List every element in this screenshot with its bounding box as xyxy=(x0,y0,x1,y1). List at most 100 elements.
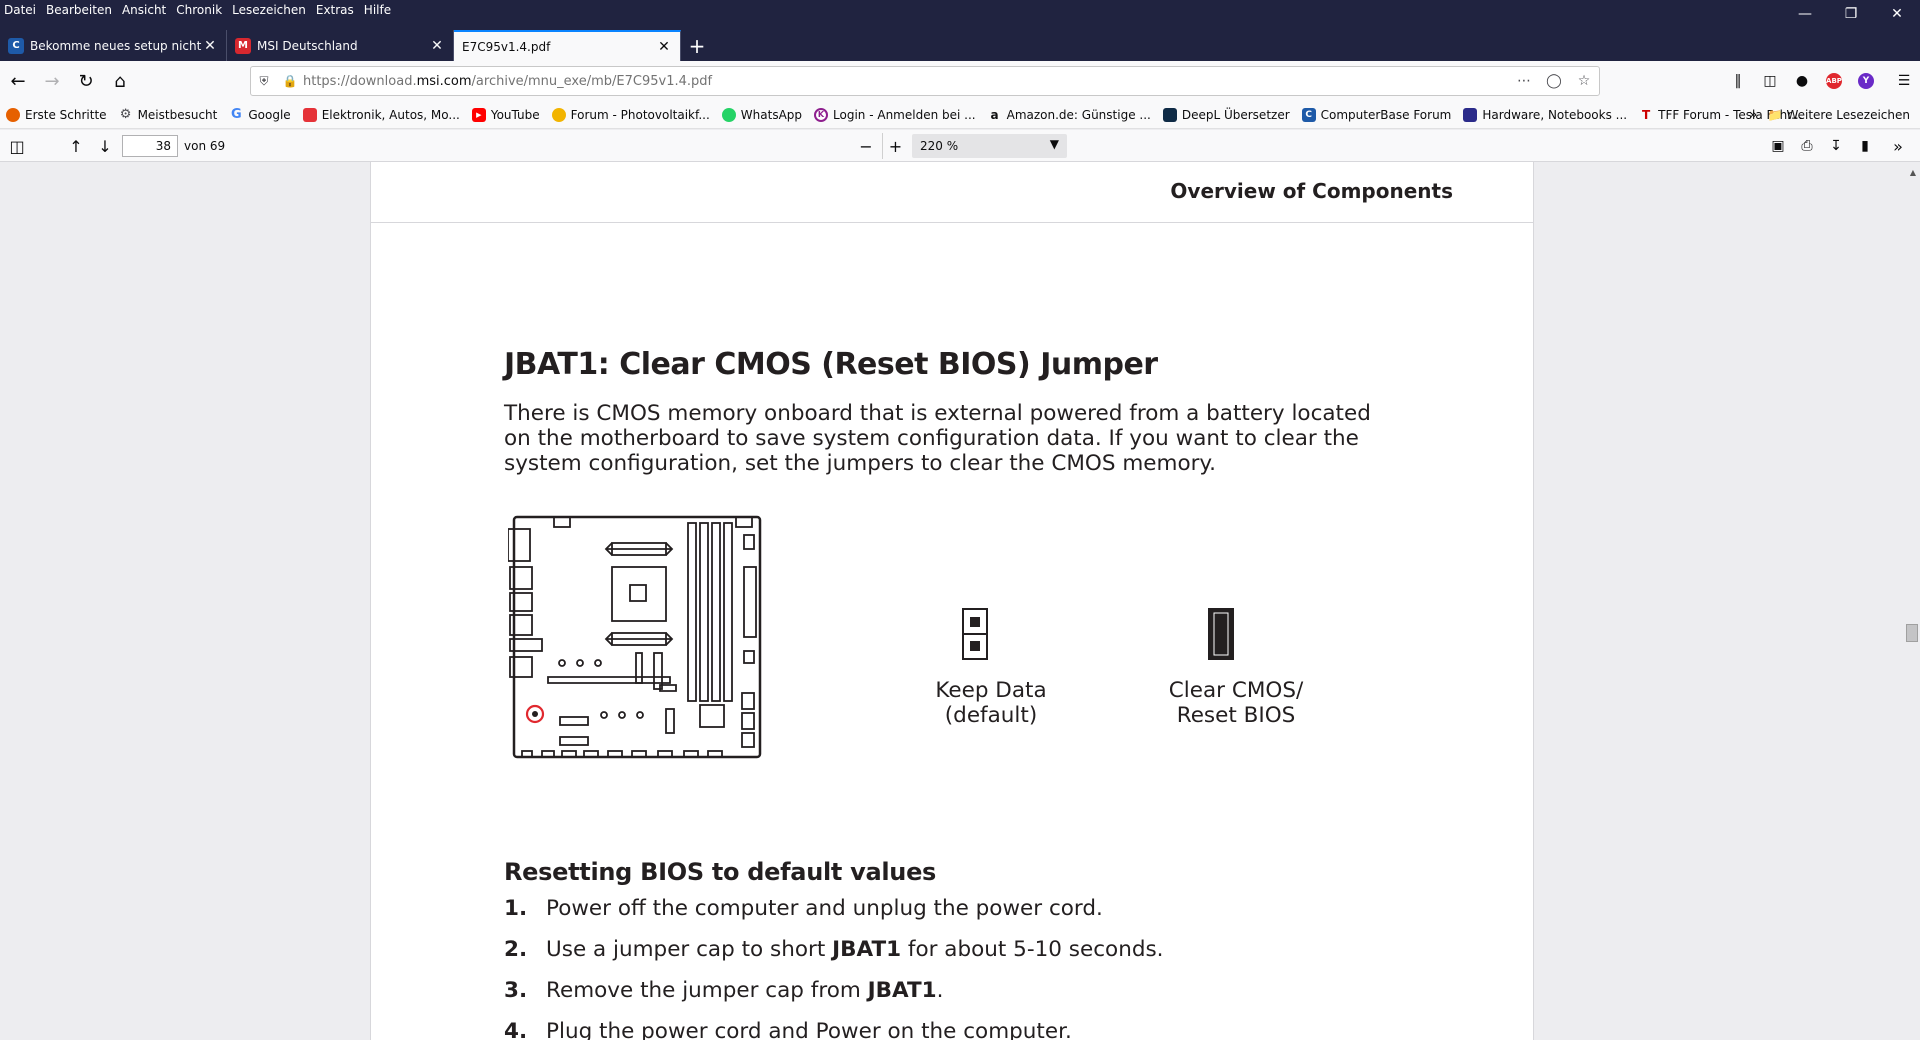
zoom-in-button[interactable]: + xyxy=(882,133,908,159)
scroll-up-arrow-icon[interactable]: ▲ xyxy=(1909,168,1916,177)
zoom-value: 220 % xyxy=(920,139,959,153)
home-icon: ⌂ xyxy=(114,70,126,92)
bookmark-meistbesucht[interactable]: ⚙Meistbesucht xyxy=(119,107,218,122)
bookmarks-overflow: » 📁 Weitere Lesezeichen xyxy=(1749,101,1910,129)
folder-icon: 📁 xyxy=(1767,108,1783,122)
bookmark-label: TFF Forum - Tesla Fahr... xyxy=(1658,107,1803,122)
menu-hilfe[interactable]: Hilfe xyxy=(363,3,392,17)
home-button[interactable]: ⌂ xyxy=(104,65,136,97)
hamburger-menu-icon[interactable]: ☰ xyxy=(1897,73,1911,89)
menu-lesezeichen[interactable]: Lesezeichen xyxy=(232,3,306,17)
step-bold: JBAT1 xyxy=(867,978,937,1003)
other-bookmarks-button[interactable]: Weitere Lesezeichen xyxy=(1786,108,1910,122)
back-button[interactable]: ← xyxy=(2,65,34,97)
previous-page-button[interactable]: ↑ xyxy=(63,133,89,159)
zoom-select[interactable]: 220 % ▼ xyxy=(912,134,1067,158)
chevron-right-icon[interactable]: » xyxy=(1748,107,1758,123)
bookmark-tff[interactable]: T TFF Forum - Tesla Fahr... xyxy=(1639,107,1803,122)
pdf-viewer[interactable]: Overview of Components JBAT1: Clear CMOS… xyxy=(0,162,1920,1040)
bookmark-label: ComputerBase Forum xyxy=(1320,107,1452,122)
tracking-shield-icon[interactable]: ⛨ xyxy=(259,73,269,88)
lock-icon[interactable]: 🔒 xyxy=(282,74,298,88)
bookmark-ebay[interactable]: Elektronik, Autos, Mo... xyxy=(302,107,460,122)
extension-icon[interactable]: Y xyxy=(1850,65,1882,97)
bookmark-erste-schritte[interactable]: Erste Schritte xyxy=(6,107,107,122)
library-icon[interactable]: ‖ xyxy=(1734,73,1742,89)
section-body: There is CMOS memory onboard that is ext… xyxy=(504,401,1371,476)
previous-page-heading: Overview of Components xyxy=(1170,179,1453,203)
chevron-down-icon: ▼ xyxy=(1049,137,1059,151)
adblock-icon[interactable]: ABP xyxy=(1818,65,1850,97)
menu-chronik[interactable]: Chronik xyxy=(176,3,223,17)
bookmark-photovoltaik[interactable]: Forum - Photovoltaikf... xyxy=(551,107,710,122)
zoom-out-button[interactable]: − xyxy=(853,133,879,159)
star-icon[interactable]: ☆ xyxy=(1577,73,1591,89)
arrow-right-icon: → xyxy=(44,70,60,92)
deepl-icon xyxy=(1162,107,1177,122)
next-page-button[interactable]: ↓ xyxy=(92,133,118,159)
tools-chevron-icon[interactable]: » xyxy=(1893,136,1903,156)
forward-button[interactable]: → xyxy=(36,65,68,97)
step-number: 1. xyxy=(504,896,528,921)
bookmark-whatsapp[interactable]: WhatsApp xyxy=(721,107,802,122)
download-icon[interactable]: ↧ xyxy=(1830,138,1842,154)
page-count: von 69 xyxy=(184,139,226,153)
step-text: Power off the computer and unplug the po… xyxy=(546,896,1103,921)
bookmark-youtube[interactable]: ▶YouTube xyxy=(471,107,540,122)
print-icon[interactable]: ⎙ xyxy=(1801,138,1813,154)
close-icon[interactable]: ✕ xyxy=(658,38,670,55)
bookmark-deepl[interactable]: DeepL Übersetzer xyxy=(1162,107,1290,122)
bookmark-label: Amazon.de: Günstige ... xyxy=(1006,107,1151,122)
close-icon[interactable]: ✕ xyxy=(431,37,443,54)
url-prefix: https://download. xyxy=(303,73,417,89)
menu-datei[interactable]: Datei xyxy=(4,3,37,17)
close-icon[interactable]: ✕ xyxy=(204,37,216,54)
tab-pdf[interactable]: E7C95v1.4.pdf ✕ xyxy=(454,30,681,61)
url-bar[interactable]: ⛨ 🔒 https://download.msi.com/archive/mnu… xyxy=(250,66,1600,96)
menu-ansicht[interactable]: Ansicht xyxy=(121,3,167,17)
bookmark-icon[interactable]: ▮ xyxy=(1861,138,1869,154)
sidebar-toggle-icon[interactable]: ◫ xyxy=(9,136,25,156)
pocket-icon[interactable]: ◯ xyxy=(1546,73,1562,89)
menu-bearbeiten[interactable]: Bearbeiten xyxy=(46,3,112,17)
restore-button[interactable]: ❐ xyxy=(1844,6,1858,22)
presentation-mode-icon[interactable]: ▣ xyxy=(1771,138,1785,154)
clear-cmos-line1: Clear CMOS/ xyxy=(1168,678,1304,703)
page-number-input[interactable]: 38 xyxy=(122,135,178,157)
list-item: 4.Plug the power cord and Power on the c… xyxy=(504,1019,1072,1040)
list-item: 2.Use a jumper cap to short JBAT1 for ab… xyxy=(504,937,1164,962)
tab-msi[interactable]: M MSI Deutschland ✕ xyxy=(227,30,454,61)
tab-computerbase[interactable]: C Bekomme neues setup nicht zu ✕ xyxy=(0,30,227,61)
jbat1-highlight xyxy=(525,704,545,724)
reload-button[interactable]: ↻ xyxy=(70,65,102,97)
menu-extras[interactable]: Extras xyxy=(315,3,354,17)
sidebar-icon[interactable]: ◫ xyxy=(1763,73,1777,89)
page-actions-icon[interactable]: ⋯ xyxy=(1517,73,1531,89)
forum-icon xyxy=(551,107,566,122)
bookmark-label: Elektronik, Autos, Mo... xyxy=(321,107,460,122)
plus-icon: + xyxy=(888,136,903,156)
new-tab-button[interactable]: + xyxy=(688,33,706,58)
toolbar-right: ‖ ◫ ● ABP Y ☰ xyxy=(1722,65,1920,97)
minimize-button[interactable]: — xyxy=(1798,6,1812,22)
url-text[interactable]: https://download.msi.com/archive/mnu_exe… xyxy=(303,74,1509,89)
pdf-toolbar: ◫ ↑ ↓ 38 von 69 − + 220 % ▼ ▣ ⎙ ↧ ▮ » xyxy=(0,130,1920,162)
tab-label: MSI Deutschland xyxy=(257,38,358,53)
tesla-icon: T xyxy=(1642,107,1651,122)
step-text: Plug the power cord and Power on the com… xyxy=(546,1019,1072,1040)
list-item: 3.Remove the jumper cap from JBAT1. xyxy=(504,978,943,1003)
arrow-down-icon: ↓ xyxy=(98,136,112,156)
close-window-button[interactable]: ✕ xyxy=(1891,6,1903,22)
scrollbar-thumb[interactable] xyxy=(1906,624,1918,642)
step-bold: JBAT1 xyxy=(832,937,902,962)
window-controls: — ❐ ✕ xyxy=(1782,0,1920,28)
step-text: Remove the jumper cap from xyxy=(546,978,868,1003)
step-text-end: . xyxy=(936,978,944,1003)
bookmark-notebooks[interactable]: Hardware, Notebooks ... xyxy=(1463,107,1627,122)
login-icon: K xyxy=(814,107,829,122)
account-icon[interactable]: ● xyxy=(1795,73,1809,89)
